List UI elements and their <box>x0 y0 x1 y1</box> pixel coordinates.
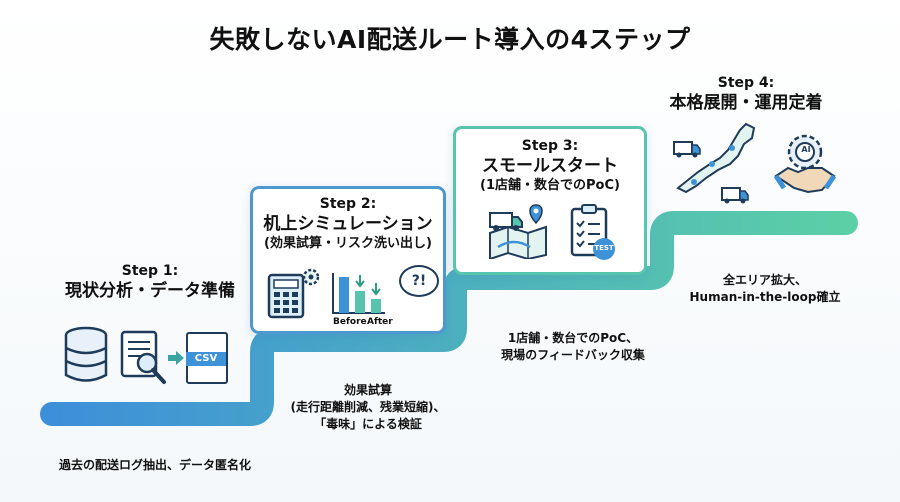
step2-card: Step 2: 机上シミュレーション (効果試算・リスク洗い出し) Before… <box>250 186 446 334</box>
truck-small-1 <box>673 141 701 158</box>
database-icon <box>64 326 108 382</box>
bar-chart-icon <box>332 273 385 314</box>
step2-note-line2: (走行距離削減、残業短縮)、 <box>290 400 446 414</box>
step3-note-line1: 1店舗・数台でのPoC、 <box>507 331 639 345</box>
step2-note: 効果試算 (走行距離削減、残業短縮)、 「毒味」による検証 <box>278 382 458 433</box>
step3-note-line2: 現場のフィードバック収集 <box>501 348 645 362</box>
csv-label: CSV <box>186 352 226 366</box>
truck-map-icon <box>489 204 547 259</box>
step2-sub: (効果試算・リスク洗い出し) <box>264 236 432 251</box>
csv-file-icon: CSV <box>186 332 228 384</box>
handshake-gear-icon <box>774 134 836 194</box>
step2-number: Step 2: <box>319 196 377 212</box>
step1-number: Step 1: <box>121 263 179 279</box>
step1-label: Step 1: 現状分析・データ準備 <box>50 262 250 302</box>
test-label: TEST <box>594 244 614 252</box>
after-label: After <box>367 317 393 327</box>
japan-map-trucks-icon <box>673 122 756 204</box>
step2-note-line3: 「毒味」による検証 <box>314 417 422 431</box>
step3-note: 1店舗・数台でのPoC、 現場のフィードバック収集 <box>478 330 668 364</box>
step3-number: Step 3: <box>521 138 579 154</box>
step2-name: 机上シミュレーション <box>263 214 433 234</box>
ai-label: AI <box>801 145 811 154</box>
step4-name: 本格展開・運用定着 <box>669 93 823 113</box>
arrow-right-icon <box>168 351 184 365</box>
calculator-gear-icon <box>267 268 320 319</box>
step4-note: 全エリア拡大、 Human-in-the-loop確立 <box>670 272 860 306</box>
step2-note-line1: 効果試算 <box>343 383 392 397</box>
magnifier-document-icon <box>120 330 166 384</box>
step4-note-line1: 全エリア拡大、 <box>722 273 807 287</box>
step4-number: Step 4: <box>717 75 775 91</box>
step1-note: 過去の配送ログ抽出、データ匿名化 <box>58 458 251 472</box>
bubble-label: ?! <box>411 273 427 289</box>
step3-card: Step 3: スモールスタート (1店舗・数台でのPoC) TEST <box>453 126 647 275</box>
page-title: 失敗しないAI配送ルート導入の4ステップ <box>209 25 691 54</box>
step4-note-line2: Human-in-the-loop確立 <box>689 290 841 304</box>
truck-small-2 <box>721 187 749 204</box>
speech-bubble-icon: ?! <box>399 265 439 297</box>
staircase-path <box>40 211 858 426</box>
delivery-pins <box>691 145 735 185</box>
checklist-clipboard-icon <box>570 204 615 260</box>
step3-sub: (1店舗・数台でのPoC) <box>480 178 620 193</box>
step1-name: 現状分析・データ準備 <box>65 281 235 301</box>
step4-label: Step 4: 本格展開・運用定着 <box>646 74 846 114</box>
before-label: Before <box>333 317 367 327</box>
step3-name: スモールスタート <box>482 156 618 176</box>
